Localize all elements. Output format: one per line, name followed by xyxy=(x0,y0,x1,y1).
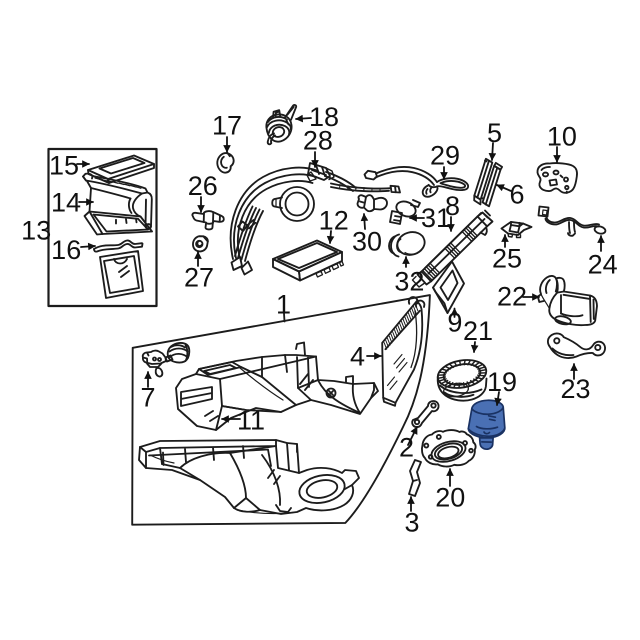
svg-text:19: 19 xyxy=(487,367,517,397)
svg-text:14: 14 xyxy=(51,188,81,218)
svg-text:31: 31 xyxy=(421,203,451,233)
svg-text:7: 7 xyxy=(140,383,155,413)
svg-text:28: 28 xyxy=(303,126,333,156)
svg-text:23: 23 xyxy=(560,374,590,404)
svg-text:12: 12 xyxy=(319,206,349,236)
svg-text:2: 2 xyxy=(399,433,414,463)
svg-text:1: 1 xyxy=(276,290,291,320)
svg-text:18: 18 xyxy=(309,102,339,132)
svg-text:15: 15 xyxy=(49,151,79,181)
svg-text:22: 22 xyxy=(497,282,527,312)
svg-text:26: 26 xyxy=(188,171,218,201)
svg-text:4: 4 xyxy=(350,342,365,372)
svg-text:20: 20 xyxy=(435,483,465,513)
svg-text:11: 11 xyxy=(237,406,265,436)
svg-text:25: 25 xyxy=(492,244,522,274)
svg-text:5: 5 xyxy=(487,118,502,148)
svg-text:6: 6 xyxy=(509,180,524,210)
svg-text:21: 21 xyxy=(463,316,493,346)
svg-text:3: 3 xyxy=(404,508,419,538)
svg-text:8: 8 xyxy=(445,191,460,221)
svg-text:27: 27 xyxy=(184,263,214,293)
svg-text:29: 29 xyxy=(430,141,460,171)
svg-text:30: 30 xyxy=(352,227,382,257)
svg-text:17: 17 xyxy=(212,111,242,141)
svg-text:13: 13 xyxy=(21,216,51,246)
svg-text:24: 24 xyxy=(588,250,618,280)
svg-text:32: 32 xyxy=(394,267,424,297)
svg-text:10: 10 xyxy=(547,122,577,152)
svg-text:16: 16 xyxy=(51,235,81,265)
svg-text:9: 9 xyxy=(447,308,462,338)
